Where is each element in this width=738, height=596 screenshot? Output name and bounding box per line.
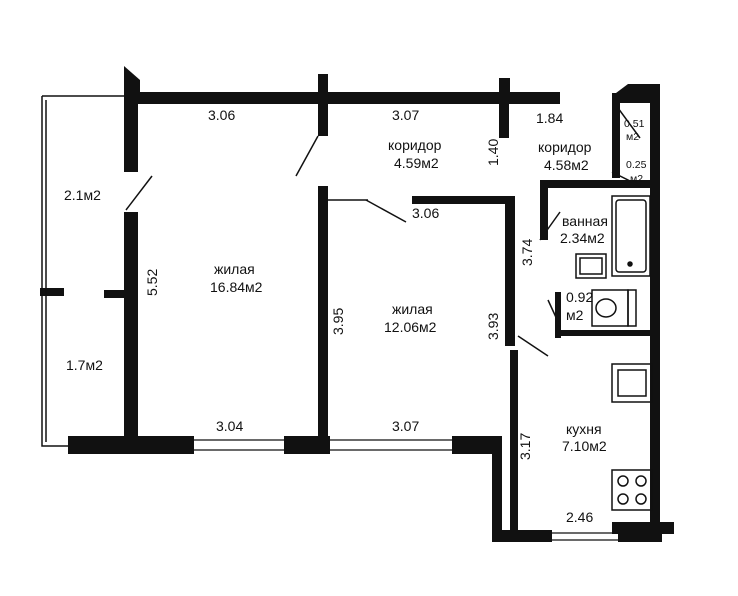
- balcony-top-area: 2.1м2: [64, 187, 101, 203]
- bathroom-area: 2.34м2: [560, 230, 605, 246]
- wall-toilet-bottom: [555, 330, 653, 336]
- dim-kitchen-height: 3.17: [517, 433, 533, 460]
- sink-icon: [575, 253, 607, 279]
- dim-corridor-height: 1.40: [485, 139, 501, 166]
- corridor1-area: 4.59м2: [394, 155, 439, 171]
- wall-bottom-3: [452, 436, 502, 454]
- living1-name: жилая: [214, 261, 255, 277]
- toilet-area-unit: м2: [566, 307, 584, 323]
- closet2-unit: м2: [630, 173, 643, 185]
- walls: [40, 78, 674, 542]
- wall-corridor-stub: [499, 104, 509, 138]
- dim-top-left: 3.06: [208, 107, 235, 123]
- wall-right: [650, 85, 660, 530]
- kitchen-sink-icon: [611, 363, 653, 403]
- wall-top-right: [612, 93, 659, 103]
- dim-bottom-middle: 3.07: [392, 418, 419, 434]
- wall-top-mid-taper: [318, 74, 328, 104]
- wall-corner-right: [612, 84, 660, 96]
- wall-living1-left-top: [124, 100, 138, 172]
- wall-living1-left: [124, 212, 138, 442]
- closet1-unit: м2: [626, 131, 639, 143]
- balcony-bottom-area: 1.7м2: [66, 357, 103, 373]
- kitchen-area: 7.10м2: [562, 438, 607, 454]
- dim-living2-right-height: 3.93: [485, 313, 501, 340]
- windows: [194, 439, 618, 541]
- wall-step: [492, 440, 502, 542]
- living1-area: 16.84м2: [210, 279, 263, 295]
- wall-bottom-1: [68, 436, 194, 454]
- closet2-value: 0.25: [626, 159, 647, 171]
- doors: [125, 107, 641, 357]
- corridor2-area: 4.58м2: [544, 157, 589, 173]
- dim-living2-left-height: 3.95: [330, 308, 346, 335]
- stove-icon: [611, 469, 653, 511]
- dim-kitchen-width: 2.46: [566, 509, 593, 525]
- dim-top-middle: 3.07: [392, 107, 419, 123]
- wall-living-divider: [318, 186, 328, 442]
- bathroom-name: ванная: [562, 213, 608, 229]
- wall-toilet-left: [555, 292, 561, 338]
- dim-living1-height: 5.52: [144, 269, 160, 296]
- corridor2-name: коридор: [538, 139, 592, 155]
- kitchen-name: кухня: [566, 421, 602, 437]
- wall-corridor-stub2: [318, 78, 328, 136]
- balcony-divider2: [104, 290, 126, 298]
- wall-kitchen-left: [510, 350, 518, 530]
- dim-inner-wall: 3.06: [412, 205, 439, 221]
- toilet-icon: [591, 289, 637, 327]
- corridor1-name: коридор: [388, 137, 442, 153]
- wall-kitchen-bottom: [492, 530, 552, 542]
- living2-area: 12.06м2: [384, 319, 437, 335]
- wall-living2-right: [505, 196, 515, 346]
- closet1-value: 0.51: [624, 118, 645, 130]
- living2-name: жилая: [392, 301, 433, 317]
- wall-kitchen-bottom-right: [618, 530, 662, 542]
- wall-top: [140, 92, 560, 104]
- wall-living2-top: [412, 196, 508, 204]
- balcony-divider: [40, 288, 64, 296]
- balcony: [41, 95, 140, 447]
- bathtub-icon: [611, 195, 651, 277]
- wall-top-left-taper: [124, 66, 140, 104]
- dim-bath-height: 3.74: [519, 239, 535, 266]
- wall-closet-left: [612, 103, 620, 178]
- toilet-area-value: 0.92: [566, 289, 593, 305]
- wall-bath-left: [540, 180, 548, 240]
- dim-bottom-left: 3.04: [216, 418, 243, 434]
- wall-bath-top: [540, 180, 652, 188]
- wall-top-right-taper: [499, 78, 510, 104]
- dim-top-right: 1.84: [536, 110, 563, 126]
